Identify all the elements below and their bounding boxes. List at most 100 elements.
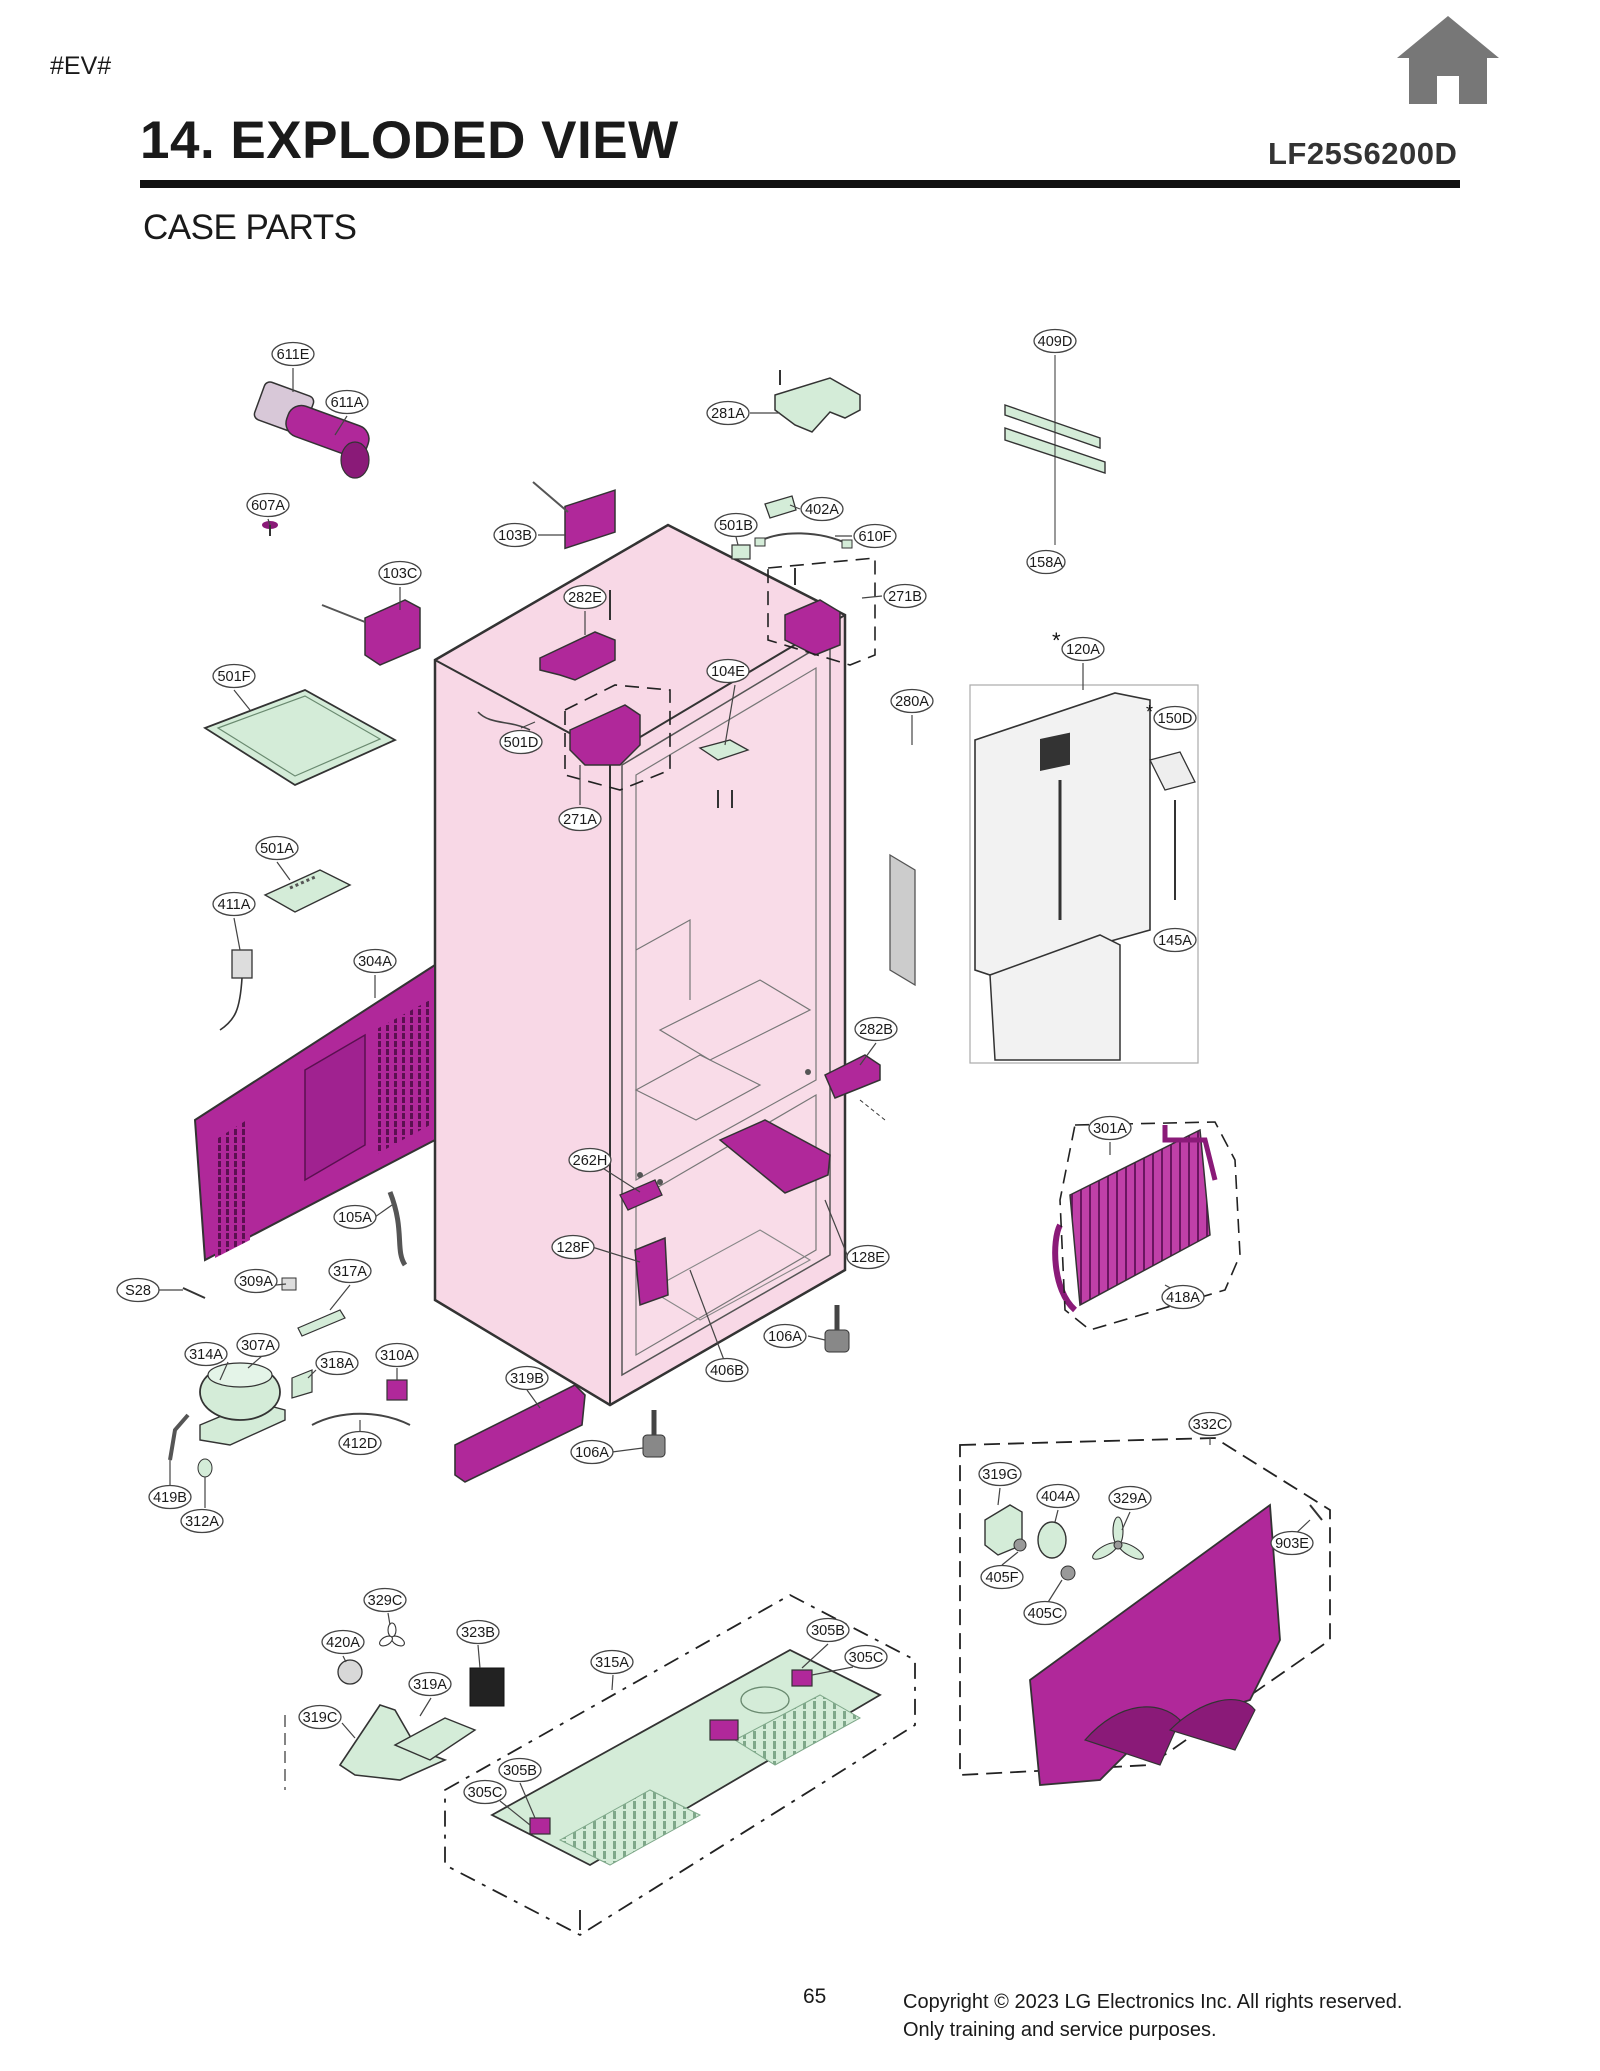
callout-text: 282E: [568, 590, 602, 606]
callout-282b: 282B: [854, 1016, 898, 1042]
callout-501b: 501B: [714, 512, 758, 538]
callout-text: 405C: [1028, 1606, 1063, 1622]
part-315A-base-plate: [444, 1593, 916, 1937]
callout-501a: 501A: [255, 835, 299, 861]
part-404A-fan-motor: [1037, 1521, 1067, 1559]
callout-501d: 501D: [499, 729, 543, 755]
callout-103c: 103C: [378, 560, 422, 586]
callout-128f: 128F: [551, 1234, 595, 1260]
callout-312a: 312A: [180, 1508, 224, 1534]
part-304A-rear-cover: [193, 963, 436, 1262]
callout-319g: 319G: [978, 1461, 1022, 1487]
callout-305b: 305B: [806, 1617, 850, 1643]
callout-282e: 282E: [563, 584, 607, 610]
callout-text: 412D: [343, 1436, 378, 1452]
callout-611e: 611E: [271, 341, 315, 367]
callout-158a: 158A: [1026, 549, 1066, 575]
page-title: 14. EXPLODED VIEW: [140, 111, 679, 170]
callout-text: 607A: [251, 498, 285, 514]
asterisk-marker: *: [1052, 628, 1061, 653]
part-150D-pad: [1149, 751, 1196, 791]
callout-text: 319G: [982, 1467, 1017, 1483]
callout-406b: 406B: [705, 1357, 749, 1383]
part-405C-grommet: [1060, 1565, 1076, 1581]
callout-text: 103C: [383, 566, 418, 582]
callout-128e: 128E: [846, 1244, 890, 1270]
callout-145a: 145A: [1153, 927, 1197, 953]
part-305B-cushion: [791, 1669, 813, 1687]
part-282E-hinge: [539, 590, 616, 681]
part-281A-top-cover: [774, 370, 861, 433]
callout-307a: 307A: [236, 1332, 280, 1358]
callout-332c: 332C: [1188, 1411, 1232, 1437]
part-282B-hinge: [824, 1054, 886, 1121]
callout-text: 406B: [710, 1363, 744, 1379]
part-412D-harness: [311, 1412, 411, 1426]
part-106A-leveler-2: [824, 1305, 850, 1353]
part-307A-compressor: [199, 1362, 286, 1446]
callout-412d: 412D: [338, 1430, 382, 1456]
part-312A-grommet: [197, 1458, 213, 1478]
callout-317a: 317A: [328, 1258, 372, 1284]
callout-611a: 611A: [325, 389, 369, 415]
part-S28-screw: [182, 1287, 206, 1299]
part-903E-screw: [1309, 1504, 1323, 1521]
callout-text: 103B: [498, 528, 532, 544]
callout-text: 281A: [711, 406, 745, 422]
callout-319a: 319A: [408, 1671, 452, 1697]
callout-420a: 420A: [321, 1629, 365, 1655]
callout-text: 128E: [851, 1250, 885, 1266]
callout-text: 309A: [239, 1274, 273, 1290]
callout-text: 305C: [468, 1785, 503, 1801]
callout-text: 315A: [595, 1655, 629, 1671]
callout-text: 304A: [358, 954, 392, 970]
callout-418a: 418A: [1161, 1284, 1205, 1310]
callout-text: 418A: [1166, 1290, 1200, 1306]
callout-103b: 103B: [493, 522, 537, 548]
part-405F-grommet: [1013, 1538, 1027, 1552]
callout-405c: 405C: [1023, 1600, 1067, 1626]
part-329C-fan-blade: [379, 1622, 405, 1647]
callout-304a: 304A: [353, 948, 397, 974]
part-280A-duct: [889, 853, 916, 987]
callout-text: 312A: [185, 1514, 219, 1530]
home-icon[interactable]: [1395, 14, 1501, 106]
callout-text: 280A: [895, 694, 929, 710]
callout-409d: 409D: [1033, 328, 1077, 354]
callout-text: 317A: [333, 1264, 367, 1280]
callout-text: 610F: [858, 529, 891, 545]
part-402A-switch: [764, 495, 797, 519]
callout-305c: 305C: [463, 1779, 507, 1805]
callout-text: 319B: [510, 1371, 544, 1387]
part-310A-clip: [386, 1379, 408, 1401]
callout-text: 329A: [1113, 1491, 1147, 1507]
callout-610f: 610F: [853, 523, 897, 549]
part-106A-leveler: [642, 1410, 666, 1458]
callout-text: 501D: [504, 735, 539, 751]
callout-318a: 318A: [315, 1350, 359, 1376]
callout-305c: 305C: [844, 1644, 888, 1670]
callout-text: 271A: [563, 812, 597, 828]
callout-419b: 419B: [148, 1484, 192, 1510]
part-301A-evaporator: [1052, 1121, 1241, 1331]
section-subtitle: CASE PARTS: [143, 208, 357, 247]
callout-305b: 305B: [498, 1757, 542, 1783]
part-271B-hinge-bracket: [767, 557, 876, 666]
callout-323b: 323B: [456, 1619, 500, 1645]
callout-text: 332C: [1193, 1417, 1228, 1433]
callout-text: 262H: [573, 1153, 608, 1169]
callout-text: 310A: [380, 1348, 414, 1364]
callout-607a: 607A: [246, 492, 290, 518]
callout-text: 318A: [320, 1356, 354, 1372]
part-611-motor-assembly: [253, 381, 370, 479]
callout-text: 319C: [303, 1710, 338, 1726]
callout-text: 128F: [556, 1240, 589, 1256]
callout-105a: 105A: [333, 1204, 377, 1230]
part-501D-wire: [477, 711, 531, 731]
callout-314a: 314A: [184, 1341, 228, 1367]
callout-402a: 402A: [800, 496, 844, 522]
callout-329a: 329A: [1108, 1485, 1152, 1511]
callout-text: 120A: [1066, 642, 1100, 658]
callout-text: 106A: [768, 1329, 802, 1345]
